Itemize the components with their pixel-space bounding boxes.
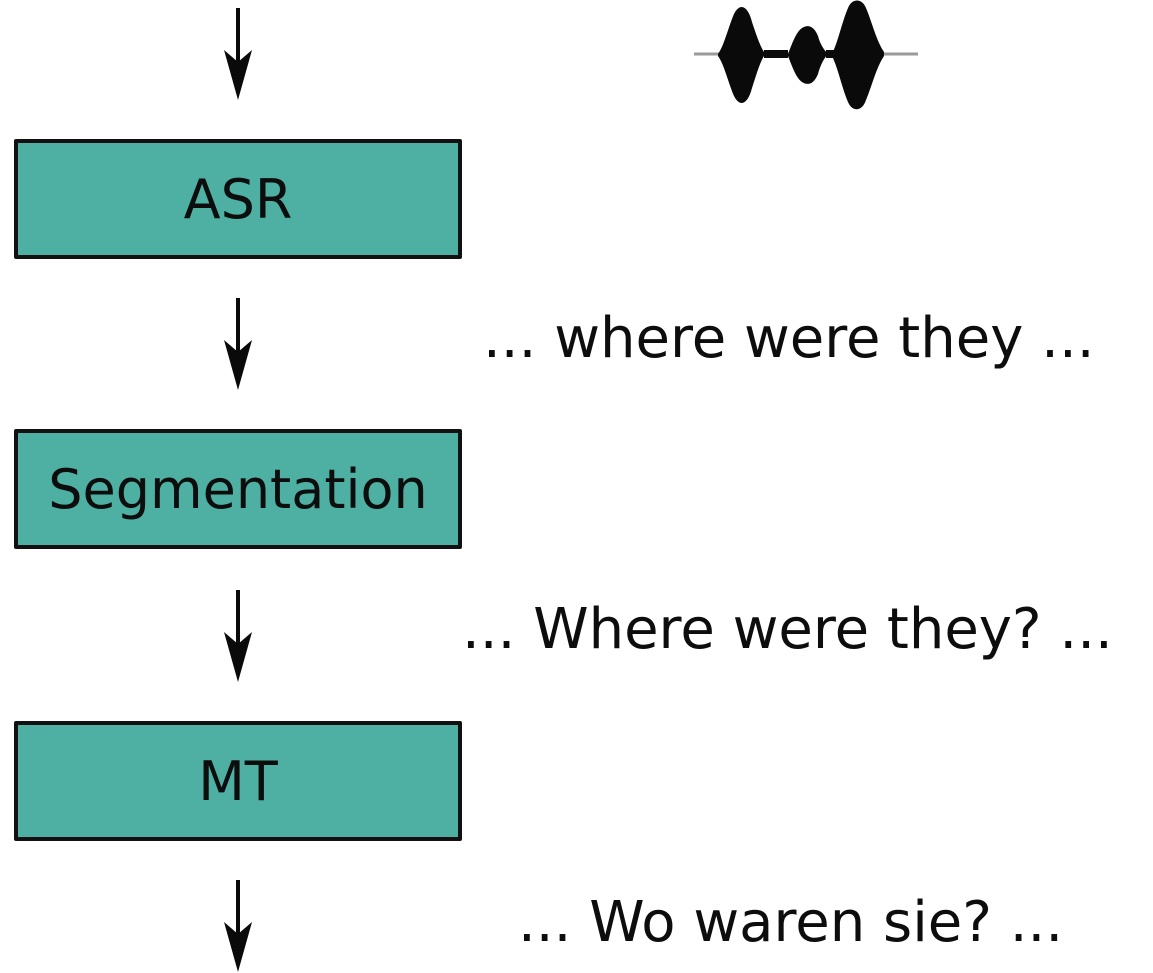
stage-label-segmentation: Segmentation [48, 457, 428, 521]
arrow-input-to-asr [224, 8, 252, 100]
waveform-icon [694, 0, 918, 110]
asr-output-text: ... where were they ... [483, 306, 1095, 371]
stage-label-asr: ASR [183, 167, 293, 231]
mt-output-text: ... Wo waren sie? ... [518, 890, 1064, 955]
stage-box-segmentation: Segmentation [14, 429, 462, 549]
arrow-asr-to-segmentation [224, 298, 252, 390]
arrow-mt-to-output [224, 880, 252, 972]
stage-box-mt: MT [14, 721, 462, 841]
arrow-segmentation-to-mt [224, 590, 252, 682]
segmentation-output-text: ... Where were they? ... [462, 597, 1113, 662]
stage-label-mt: MT [198, 749, 278, 813]
stage-box-asr: ASR [14, 139, 462, 259]
